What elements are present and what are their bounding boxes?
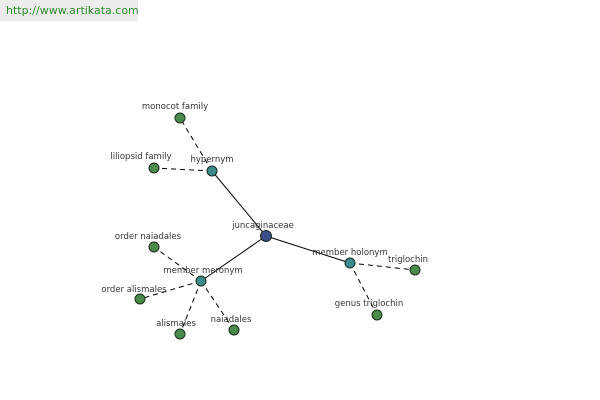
edge-juncaginaceae-member-meronym [200,235,267,282]
node-label-liliopsid-family[interactable]: liliopsid family [110,152,171,162]
node-label-juncaginaceae[interactable]: juncaginaceae [231,221,294,231]
node-member-meronym[interactable] [195,275,207,287]
edge-juncaginaceae-member-holonym [265,235,351,264]
node-label-member-holonym[interactable]: member holonym [312,248,387,258]
node-label-naiadales[interactable]: naiadales [211,315,252,325]
graph-nodes [134,112,421,340]
edge-member-holonym-genus-triglochin [349,262,378,316]
node-genus-triglochin[interactable] [371,309,383,321]
node-label-triglochin[interactable]: triglochin [388,255,428,265]
edge-juncaginaceae-hypernym [211,170,267,237]
node-order-alismales[interactable] [134,293,146,305]
node-alismales[interactable] [174,328,186,340]
node-member-holonym[interactable] [344,257,356,269]
edge-member-meronym-order-alismales [139,280,202,300]
node-naiadales[interactable] [228,324,240,336]
edge-member-meronym-naiadales [200,280,235,331]
node-label-alismales[interactable]: alismales [156,319,196,329]
edge-member-meronym-alismales [179,280,202,335]
node-hypernym[interactable] [206,165,218,177]
graph-labels: juncaginaceae hypernym member meronym membe… [101,102,428,329]
graph-edges [139,117,416,335]
node-label-genus-triglochin[interactable]: genus triglochin [335,299,404,309]
node-liliopsid-family[interactable] [148,162,160,174]
edge-member-holonym-triglochin [349,262,416,271]
edge-hypernym-liliopsid-family [153,167,213,172]
node-label-hypernym[interactable]: hypernym [190,155,233,165]
node-label-order-alismales[interactable]: order alismales [101,285,167,295]
node-order-naiadales[interactable] [148,241,160,253]
node-label-monocot-family[interactable]: monocot family [142,102,208,112]
node-juncaginaceae[interactable] [260,230,272,242]
node-label-order-naiadales[interactable]: order naiadales [115,232,182,242]
edge-hypernym-monocot-family [179,117,213,172]
edge-member-meronym-order-naiadales [153,246,202,282]
node-monocot-family[interactable] [174,112,186,124]
node-label-member-meronym[interactable]: member meronym [163,266,242,276]
node-triglochin[interactable] [409,264,421,276]
site-url-link[interactable]: http://www.artikata.com [0,0,139,21]
